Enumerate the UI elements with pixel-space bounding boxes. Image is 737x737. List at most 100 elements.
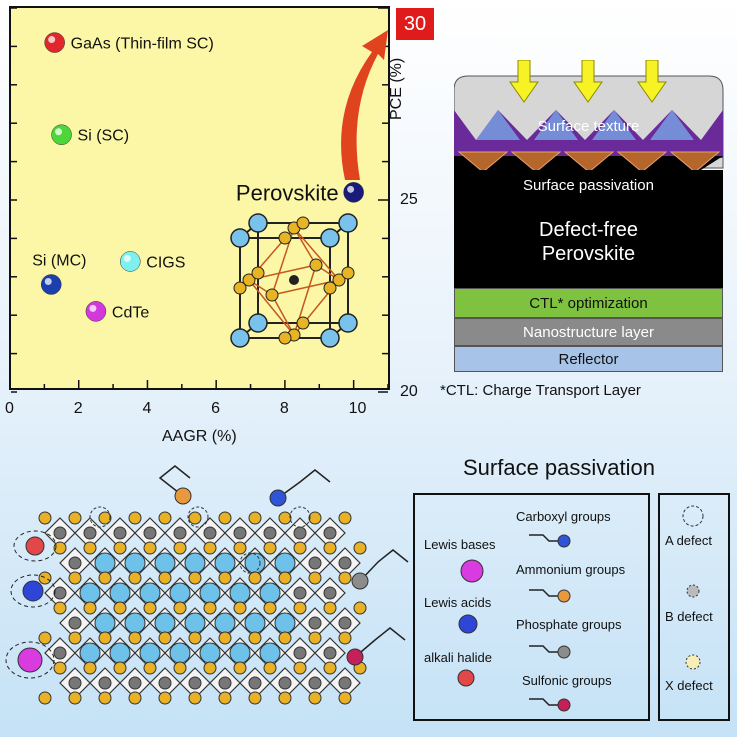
perovskite-layer: [454, 170, 723, 288]
x-site-atom: [158, 511, 172, 525]
x-site-atom: [338, 511, 352, 525]
x-site-atom: [113, 661, 127, 675]
x-site-atom: [128, 511, 142, 525]
passivation-title: Surface passivation: [463, 455, 655, 480]
x-site-atom: [203, 541, 217, 555]
x-site-atom: [323, 601, 337, 615]
x-tick-label: 0: [5, 400, 14, 417]
x-site-atom: [353, 541, 367, 555]
x-site-atom: [233, 601, 247, 615]
defect-legend: [658, 493, 730, 721]
legend-phosphate: Phosphate groups: [516, 617, 622, 632]
x-site-atom: [338, 571, 352, 585]
a-defect-marker: [89, 506, 111, 528]
y-tick-label: 20: [400, 383, 418, 400]
x-site-atom: [53, 541, 67, 555]
x-site-atom: [218, 511, 232, 525]
x-site-atom: [143, 661, 157, 675]
legend-carboxyl: Carboxyl groups: [516, 509, 611, 524]
x-site-atom: [113, 541, 127, 555]
x-site-atom: [278, 631, 292, 645]
x-site-atom: [308, 631, 322, 645]
highlight-tick-30: 30: [396, 8, 434, 40]
x-site-atom: [143, 541, 157, 555]
scatter-point: [44, 32, 65, 53]
legend-ammonium: Ammonium groups: [516, 562, 626, 577]
y-tick-label: 25: [400, 191, 418, 208]
legend-group-swatch: [557, 589, 571, 603]
point-label: Si (MC): [32, 252, 86, 269]
x-site-atom: [68, 511, 82, 525]
adsorbate-molecule: [22, 580, 44, 602]
x-site-atom: [293, 601, 307, 615]
x-site-atom: [218, 631, 232, 645]
x-site-atom: [158, 691, 172, 705]
x-site-atom: [263, 541, 277, 555]
x-site-atom: [113, 601, 127, 615]
scatter-point: [51, 124, 72, 145]
a-defect-marker: [239, 552, 261, 574]
x-site-atom: [323, 661, 337, 675]
legend-sulfonic: Sulfonic groups: [522, 673, 612, 688]
x-site-atom: [293, 541, 307, 555]
x-site-atom: [263, 601, 277, 615]
x-site-atom: [158, 631, 172, 645]
layer-ctl: CTL* optimization: [454, 288, 723, 318]
x-site-atom: [128, 631, 142, 645]
x-site-atom: [83, 661, 97, 675]
point-label: GaAs (Thin-film SC): [71, 36, 214, 53]
x-site-atom: [143, 601, 157, 615]
a-defect-marker: [289, 506, 311, 528]
legend-group-swatch: [557, 698, 571, 712]
x-site-atom: [248, 571, 262, 585]
device-top-svg: [454, 60, 724, 170]
x-site-atom: [173, 661, 187, 675]
x-site-atom: [98, 691, 112, 705]
x-site-atom: [128, 691, 142, 705]
ligand-molecule: [174, 487, 192, 505]
ligand-molecule: [351, 572, 369, 590]
x-site-atom: [293, 661, 307, 675]
x-site-atom: [338, 691, 352, 705]
legend-b-defect: B defect: [665, 609, 713, 624]
legend-swatch: [460, 559, 484, 583]
x-site-atom: [218, 571, 232, 585]
point-label: CIGS: [146, 254, 185, 271]
x-site-atom: [233, 661, 247, 675]
legend-lewis-acids: Lewis acids: [424, 595, 492, 610]
legend-a-defect-icon: [682, 505, 704, 527]
point-label: CdTe: [112, 304, 149, 321]
layer-nanostructure: Nanostructure layer: [454, 318, 723, 346]
x-site-atom: [53, 661, 67, 675]
x-site-atom: [263, 661, 277, 675]
legend-x-defect-icon: [685, 654, 701, 670]
x-site-atom: [68, 691, 82, 705]
x-tick-label: 6: [211, 400, 221, 417]
layer-surface-passivation: Surface passivation: [523, 177, 654, 194]
x-site-atom: [38, 631, 52, 645]
legend-group-swatch: [557, 534, 571, 548]
x-site-atom: [248, 511, 262, 525]
x-site-atom: [278, 571, 292, 585]
x-site-atom: [128, 571, 142, 585]
ctl-footnote: *CTL: Charge Transport Layer: [440, 382, 641, 399]
x-site-atom: [233, 541, 247, 555]
legend-swatch: [458, 614, 478, 634]
x-site-atom: [98, 631, 112, 645]
x-site-atom: [38, 691, 52, 705]
x-tick-label: 8: [279, 400, 289, 417]
x-site-atom: [68, 571, 82, 585]
x-site-atom: [278, 511, 292, 525]
x-site-atom: [323, 541, 337, 555]
legend-swatch: [457, 669, 475, 687]
x-site-atom: [248, 691, 262, 705]
x-axis-label: AAGR (%): [162, 428, 237, 445]
x-site-atom: [248, 631, 262, 645]
legend-b-defect-icon: [686, 584, 700, 598]
x-site-atom: [203, 661, 217, 675]
x-site-atom: [218, 691, 232, 705]
x-site-atom: [338, 631, 352, 645]
scatter-point: [85, 301, 107, 322]
x-tick-label: 10: [348, 400, 367, 417]
